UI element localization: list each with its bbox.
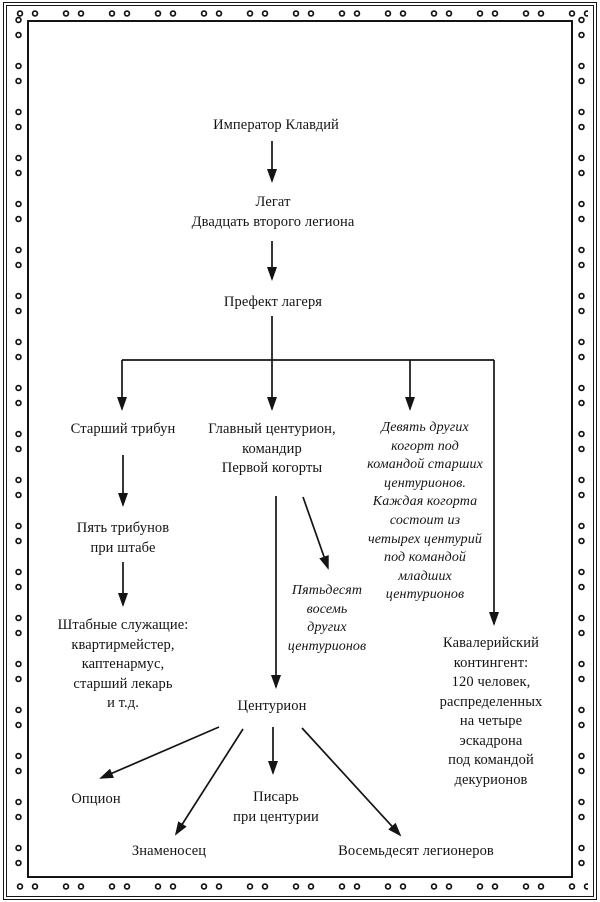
node-centurion: Центурион	[237, 698, 307, 714]
node-five-tribunes: Пять трибунов при штабе	[76, 520, 170, 556]
node-legate: Легат Двадцать второго легиона	[191, 194, 355, 230]
frame-rivets-top	[12, 9, 588, 18]
frame-inner-border	[27, 20, 573, 878]
frame-rivets-bottom	[12, 882, 588, 891]
node-nine-cohorts: Девять других когорт под командой старши…	[367, 420, 483, 603]
frame-rivets-right	[577, 12, 586, 890]
frame-outer-border	[3, 2, 597, 900]
node-senior-tribune: Старший трибун	[70, 421, 176, 437]
node-eighty-legionnaires: Восемьдесят легионеров	[338, 843, 494, 859]
node-clerk: Писарь при центурии	[233, 789, 319, 825]
node-emperor: Император Клавдий	[213, 117, 339, 133]
node-staff-officials: Штабные служащие: квартирмейстер, каптен…	[57, 617, 189, 711]
frame-rivets-left	[14, 12, 23, 890]
node-chief-centurion: Главный центурион, командир Первой когор…	[208, 421, 336, 476]
node-cavalry: Кавалерийский контингент: 120 человек, р…	[439, 635, 543, 788]
node-prefect: Префект лагеря	[223, 294, 323, 310]
node-fifty-eight-centurions: Пятьдесят восемь других центурионов	[287, 583, 367, 654]
node-standard-bearer: Знаменосец	[131, 843, 207, 859]
node-option: Опцион	[71, 791, 121, 807]
